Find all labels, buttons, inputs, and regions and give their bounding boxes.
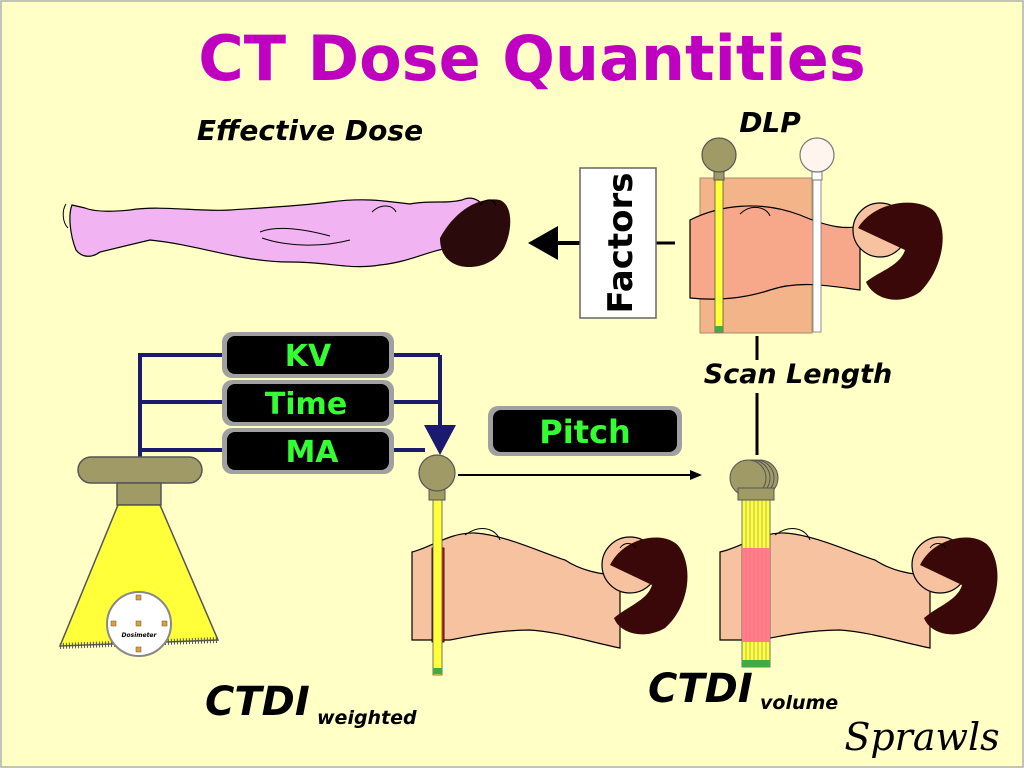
ctdi-weighted-subscript: weighted (317, 707, 417, 729)
factors-arrowhead (528, 226, 558, 260)
parameter-connectors (138, 353, 442, 457)
dosimeter-label: Dosimeter (122, 632, 158, 639)
pitch-label: Pitch (539, 413, 630, 451)
kv-box: KV (222, 332, 394, 378)
time-label: Time (265, 387, 347, 422)
scan-length-label: Scan Length (704, 359, 893, 390)
dlp-figure (689, 137, 943, 334)
factors-box (579, 167, 657, 319)
ctdi-volume-subscript: volume (760, 692, 838, 714)
parameters-arrowhead (424, 425, 456, 455)
ctdi-volume-label: CTDI (648, 666, 753, 712)
time-box: Time (222, 380, 394, 426)
kv-label: KV (285, 339, 332, 374)
ma-box: MA (222, 428, 394, 474)
ma-label: MA (285, 435, 339, 470)
ctdi-weighted-label: CTDI (205, 679, 310, 725)
ctdi-volume-figure (719, 459, 998, 668)
author-signature: Sprawls (844, 715, 999, 759)
effective-dose-figure (62, 197, 511, 268)
pitch-box: Pitch (488, 406, 682, 456)
ctdi-weighted-figure (411, 454, 688, 676)
dosimeter-setup: Dosimeter (58, 456, 220, 657)
factors-label: Factors (601, 173, 641, 314)
effective-dose-label: Effective Dose (197, 114, 423, 147)
dlp-label: DLP (739, 106, 801, 139)
page-title: CT Dose Quantities (198, 22, 866, 95)
